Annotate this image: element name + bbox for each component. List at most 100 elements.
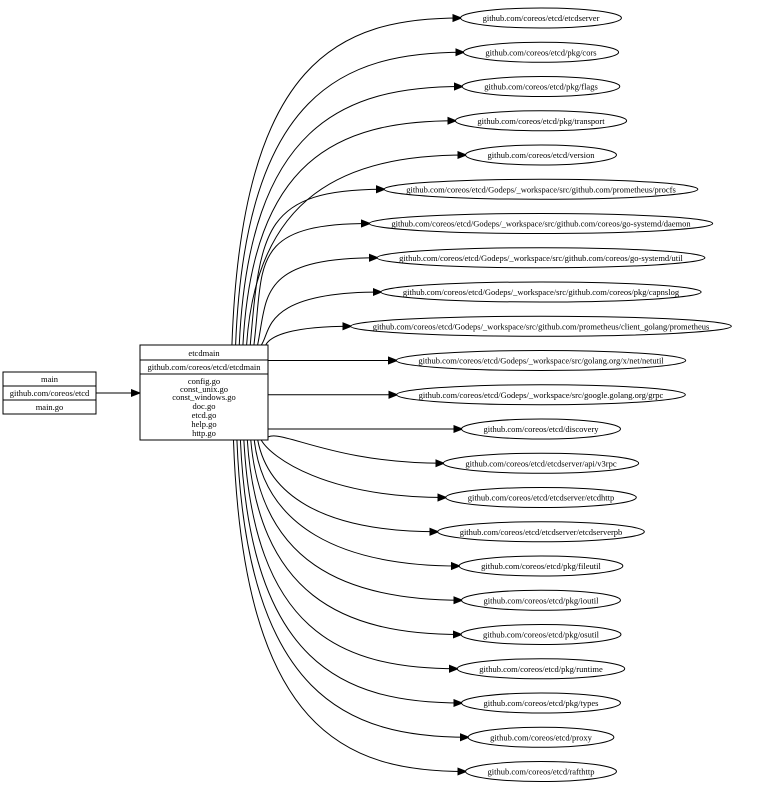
dependency-node[interactable]: github.com/coreos/etcd/pkg/ioutil	[461, 589, 621, 611]
dependency-node[interactable]: github.com/coreos/etcd/pkg/fileutil	[458, 555, 624, 577]
edges-layer	[231, 18, 468, 772]
dependency-label: github.com/coreos/etcd/etcdserver/api/v3…	[465, 458, 617, 468]
dependency-node[interactable]: github.com/coreos/etcd/Godeps/_workspace…	[395, 350, 687, 371]
dependency-node[interactable]: github.com/coreos/etcd/Godeps/_workspace…	[350, 315, 732, 337]
dependency-ellipse	[350, 315, 732, 337]
etcdmain-file: etcd.go	[192, 410, 217, 420]
dependency-node[interactable]: github.com/coreos/etcd/proxy	[467, 726, 615, 748]
dependency-ellipse	[376, 247, 706, 269]
dependency-edge	[250, 439, 462, 600]
dependency-edge	[257, 439, 438, 532]
dependency-label: github.com/coreos/etcd/pkg/types	[484, 698, 599, 708]
etcdmain-node-path: github.com/coreos/etcd/etcdmain	[147, 362, 261, 372]
dependency-ellipse	[465, 761, 617, 782]
etcdmain-package-node[interactable]: etcdmain github.com/coreos/etcd/etcdmain…	[139, 344, 269, 441]
dependency-ellipse	[460, 7, 622, 29]
main-node-path: github.com/coreos/etcd	[10, 388, 90, 398]
dependency-label: github.com/coreos/etcd/Godeps/_workspace…	[418, 356, 664, 366]
dependency-ellipse	[465, 144, 617, 166]
dependency-edge	[236, 439, 468, 737]
dependency-node[interactable]: github.com/coreos/etcd/pkg/osutil	[460, 624, 622, 645]
dependency-edge	[253, 439, 459, 566]
etcdmain-node-box	[139, 344, 269, 441]
dependency-edge	[257, 258, 378, 346]
dependency-edge	[231, 18, 461, 346]
dependency-node[interactable]: github.com/coreos/etcd/pkg/types	[461, 692, 621, 714]
dependency-label: github.com/coreos/etcd/discovery	[484, 424, 600, 434]
dependency-ellipse	[461, 76, 621, 97]
dependency-node[interactable]: github.com/coreos/etcd/Godeps/_workspace…	[376, 247, 706, 269]
dependency-ellipse	[442, 452, 640, 474]
dependency-ellipse	[456, 658, 626, 680]
dependency-label: github.com/coreos/etcd/Godeps/_workspace…	[403, 287, 680, 297]
dependency-node[interactable]: github.com/coreos/etcd/Godeps/_workspace…	[383, 178, 699, 200]
dependency-node[interactable]: github.com/coreos/etcd/etcdserver/etcdht…	[445, 487, 637, 508]
dependency-ellipse	[461, 418, 621, 440]
dependency-ellipse	[380, 281, 702, 303]
dependency-node[interactable]: github.com/coreos/etcd/etcdserver	[460, 7, 622, 29]
dependency-ellipse	[395, 350, 687, 371]
main-node-name: main	[41, 374, 59, 384]
dependency-node[interactable]: github.com/coreos/etcd/etcdserver/etcdse…	[437, 521, 645, 543]
dependency-nodes-layer: github.com/coreos/etcd/etcdserver github.…	[350, 7, 732, 782]
main-node-file: main.go	[36, 402, 64, 412]
dependency-edge	[232, 439, 465, 772]
dependency-ellipse	[454, 110, 628, 132]
dependency-label: github.com/coreos/etcd/pkg/transport	[477, 116, 605, 126]
main-node-box	[2, 371, 97, 415]
dependency-edge	[246, 439, 461, 635]
dependency-node[interactable]: github.com/coreos/etcd/version	[465, 144, 617, 166]
dependency-ellipse	[461, 692, 621, 714]
etcdmain-file: const_windows.go	[172, 392, 236, 402]
dependency-label: github.com/coreos/etcd/Godeps/_workspace…	[373, 321, 710, 331]
dependency-edge	[242, 121, 455, 346]
dependency-ellipse	[383, 178, 699, 200]
dependency-label: github.com/coreos/etcd/pkg/runtime	[479, 664, 603, 674]
dependency-edge	[239, 439, 461, 703]
dependency-node[interactable]: github.com/coreos/etcd/Godeps/_workspace…	[380, 281, 702, 303]
dependency-ellipse	[396, 384, 686, 406]
etcdmain-file: http.go	[192, 428, 216, 438]
dependency-edge	[235, 52, 464, 346]
dependency-label: github.com/coreos/etcd/pkg/osutil	[483, 630, 600, 640]
dependency-node[interactable]: github.com/coreos/etcd/Godeps/_workspace…	[396, 384, 686, 406]
dependency-ellipse	[461, 589, 621, 611]
dependency-edge	[243, 439, 457, 669]
dependency-ellipse	[437, 521, 645, 543]
dependency-edge	[260, 439, 446, 498]
dependency-node[interactable]: github.com/coreos/etcd/etcdserver/api/v3…	[442, 452, 640, 474]
dependency-edge	[249, 189, 384, 346]
dependency-label: github.com/coreos/etcd/pkg/ioutil	[484, 595, 600, 605]
dependency-label: github.com/coreos/etcd/pkg/fileutil	[481, 561, 601, 571]
dependency-label: github.com/coreos/etcd/rafthttp	[488, 767, 595, 777]
dependency-label: github.com/coreos/etcd/pkg/flags	[484, 82, 598, 92]
dependency-ellipse	[368, 213, 714, 234]
dependency-label: github.com/coreos/etcd/etcdserver/etcdht…	[468, 493, 615, 503]
dependency-ellipse	[458, 555, 624, 577]
dependency-edge	[253, 224, 369, 346]
dependency-label: github.com/coreos/etcd/version	[488, 150, 596, 160]
main-package-node[interactable]: main github.com/coreos/etcd main.go	[2, 371, 97, 415]
dependency-ellipse	[460, 624, 622, 645]
dependency-edge	[238, 87, 462, 346]
dependency-node[interactable]: github.com/coreos/etcd/rafthttp	[465, 761, 617, 782]
etcdmain-file: const_unix.go	[180, 384, 228, 394]
dependency-ellipse	[462, 41, 620, 63]
dependency-label: github.com/coreos/etcd/etcdserver	[483, 13, 600, 23]
dependency-edge	[260, 292, 381, 346]
dependency-label: github.com/coreos/etcd/etcdserver/etcdse…	[460, 527, 623, 537]
dependency-label: github.com/coreos/etcd/pkg/cors	[485, 47, 596, 57]
dependency-node[interactable]: github.com/coreos/etcd/Godeps/_workspace…	[368, 213, 714, 234]
etcdmain-file: config.go	[188, 376, 220, 386]
dependency-node[interactable]: github.com/coreos/etcd/discovery	[461, 418, 621, 440]
dependency-label: github.com/coreos/etcd/proxy	[490, 732, 592, 742]
dependency-node[interactable]: github.com/coreos/etcd/pkg/flags	[461, 76, 621, 97]
dependency-edge	[264, 326, 351, 352]
dependency-label: github.com/coreos/etcd/Godeps/_workspace…	[391, 219, 691, 229]
dependency-edge	[246, 155, 466, 346]
dependency-ellipse	[445, 487, 637, 508]
dependency-node[interactable]: github.com/coreos/etcd/pkg/cors	[462, 41, 620, 63]
dependency-node[interactable]: github.com/coreos/etcd/pkg/transport	[454, 110, 628, 132]
dependency-node[interactable]: github.com/coreos/etcd/pkg/runtime	[456, 658, 626, 680]
